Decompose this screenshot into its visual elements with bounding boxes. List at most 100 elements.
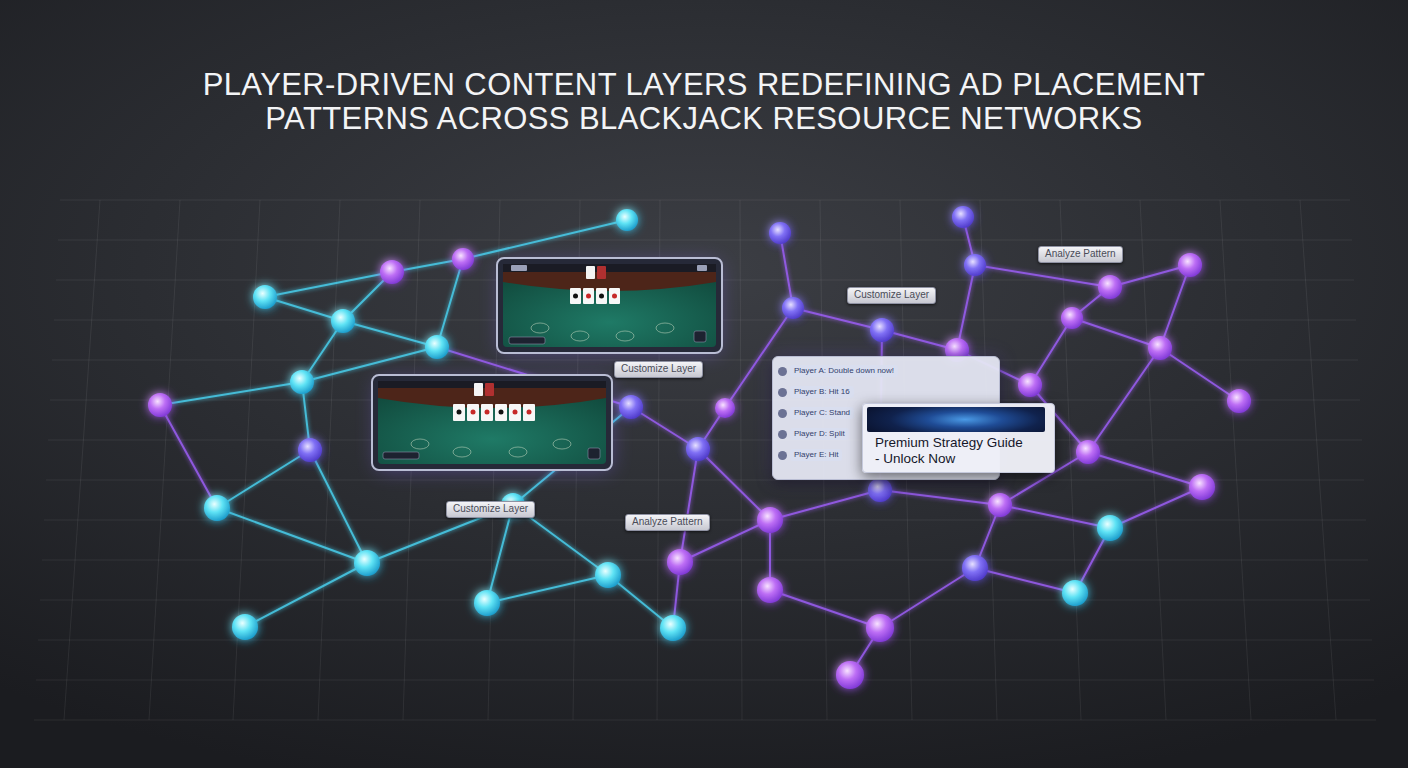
bet-spot	[571, 331, 589, 341]
network-node	[782, 297, 804, 319]
top-bar	[503, 264, 716, 272]
card	[597, 266, 606, 279]
chat-row: Player B: Hit 16	[778, 385, 854, 399]
network-node	[1178, 253, 1202, 277]
bet-spot	[531, 323, 549, 333]
network-node	[425, 335, 449, 359]
network-node	[715, 398, 735, 418]
network-node	[619, 395, 643, 419]
screen-frame	[497, 258, 722, 353]
card-pip	[499, 410, 504, 415]
network-node	[380, 260, 404, 284]
screen-glow	[376, 379, 612, 471]
card	[474, 383, 483, 396]
network-node	[474, 590, 500, 616]
network-links	[160, 217, 1239, 675]
bet-spot	[411, 439, 429, 449]
table-felt	[378, 381, 606, 464]
layer-tag: Customize Layer	[614, 361, 703, 378]
ui-icon	[697, 265, 707, 271]
floor-grid	[34, 200, 1376, 720]
network-node	[952, 206, 974, 228]
layer-tag: Analyze Pattern	[1038, 246, 1123, 263]
network-node	[866, 614, 894, 642]
screen-glow	[500, 262, 720, 354]
network-node	[667, 549, 693, 575]
card-pip	[485, 410, 490, 415]
network-node	[686, 437, 710, 461]
network-node	[757, 577, 783, 603]
network-node	[232, 614, 258, 640]
card	[523, 404, 535, 421]
card	[467, 404, 479, 421]
network-node	[253, 285, 277, 309]
chat-message: Player C: Stand	[790, 407, 854, 419]
ui-button	[588, 448, 600, 459]
card-pip	[586, 294, 591, 299]
network-node	[1097, 515, 1123, 541]
chat-message: Player D: Split	[790, 428, 849, 440]
chat-message: Player B: Hit 16	[790, 386, 854, 398]
network-node	[1076, 440, 1100, 464]
chat-row: Player A: Double down now!	[778, 364, 898, 378]
promo-card: Premium Strategy Guide - Unlock Now	[862, 403, 1055, 473]
network-node	[1227, 389, 1251, 413]
card	[481, 404, 493, 421]
layer-tag: Customize Layer	[847, 287, 936, 304]
network-node	[836, 661, 864, 689]
card-text: Premium Strategy Guide - Unlock Now	[875, 435, 1027, 467]
network-node	[1061, 307, 1083, 329]
network-node	[870, 318, 894, 342]
network-node	[769, 222, 791, 244]
card-pip	[471, 410, 476, 415]
network-node	[331, 309, 355, 333]
network-node	[660, 615, 686, 641]
avatar	[778, 367, 787, 376]
network-node	[1148, 336, 1172, 360]
network-node	[616, 209, 638, 231]
table-rail	[378, 381, 606, 408]
network-node	[290, 370, 314, 394]
tag-label: Customize Layer	[453, 503, 528, 515]
tag-label: Customize Layer	[621, 363, 696, 375]
table-rail	[503, 264, 716, 291]
blackjack-screen	[497, 258, 722, 353]
card-pip	[612, 294, 617, 299]
network-node	[204, 495, 230, 521]
ui-button	[509, 337, 545, 344]
chat-row: Player C: Stand	[778, 406, 854, 420]
ui-icon	[511, 265, 527, 271]
card	[485, 383, 494, 396]
network-node	[1062, 580, 1088, 606]
network-node	[595, 562, 621, 588]
chat-row: Player D: Split	[778, 427, 849, 441]
network-node	[757, 507, 783, 533]
layer-tag: Analyze Pattern	[625, 514, 710, 531]
avatar	[778, 388, 787, 397]
card	[596, 288, 607, 304]
network-node	[1018, 373, 1042, 397]
avatar	[778, 409, 787, 418]
network-node	[868, 478, 892, 502]
ui-button	[383, 452, 419, 459]
tag-label: Customize Layer	[854, 289, 929, 301]
card	[586, 266, 595, 279]
network-node	[148, 393, 172, 417]
avatar	[778, 451, 787, 460]
network-node	[1098, 275, 1122, 299]
chat-message: Player E: Hit	[790, 449, 842, 461]
bet-spot	[509, 447, 527, 457]
chat-row: Player E: Hit	[778, 448, 842, 462]
tag-label: Analyze Pattern	[632, 516, 703, 528]
card-image	[867, 407, 1045, 432]
bet-spot	[453, 447, 471, 457]
avatar	[778, 430, 787, 439]
chat-message: Player A: Double down now!	[790, 365, 898, 377]
table-felt	[503, 264, 716, 347]
screen-frame	[372, 375, 612, 470]
network-node	[1189, 474, 1215, 500]
card	[495, 404, 507, 421]
card-pip	[599, 294, 604, 299]
card-pip	[573, 294, 578, 299]
